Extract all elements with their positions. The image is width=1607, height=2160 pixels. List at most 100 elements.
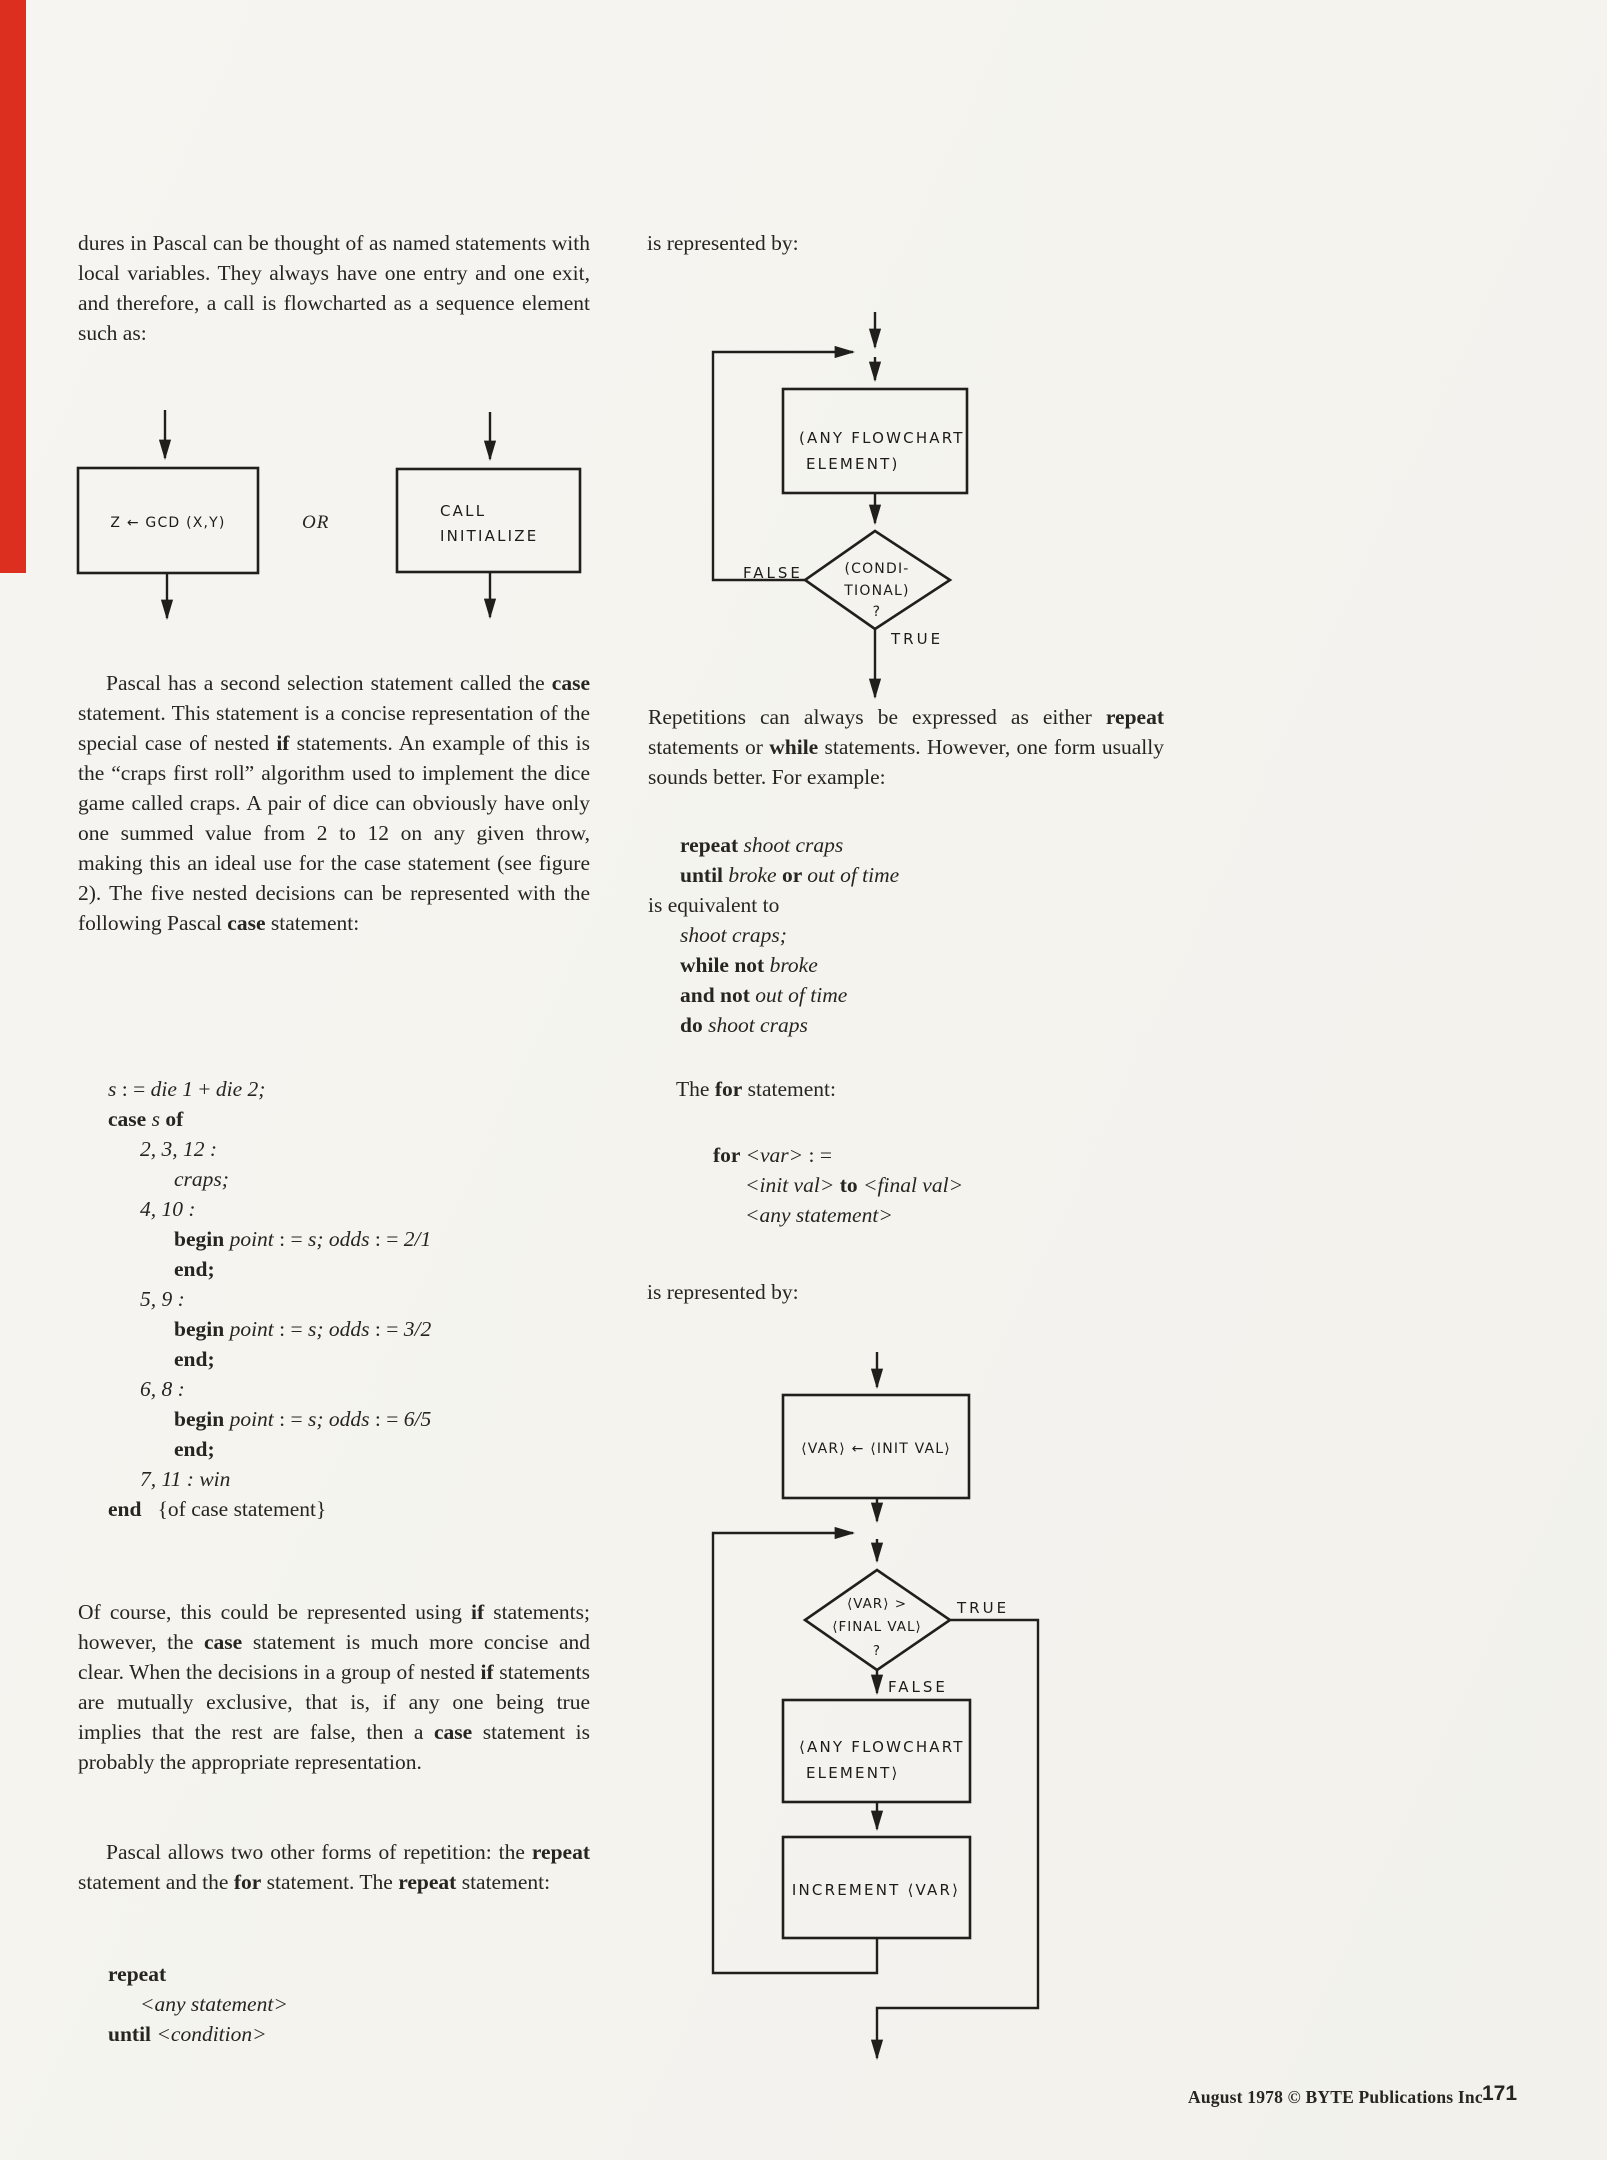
text-run: Pascal allows two other forms of repetit… bbox=[106, 1840, 532, 1864]
code-line: and not out of time bbox=[680, 980, 899, 1010]
text-run: for bbox=[714, 1077, 743, 1101]
text-run: for bbox=[233, 1870, 262, 1894]
text-run: broke bbox=[728, 863, 777, 887]
text-run: : = bbox=[369, 1317, 404, 1341]
conditional-label-line1: (CONDI- bbox=[844, 561, 909, 577]
paragraph-case-statement: Pascal has a second selection statement … bbox=[78, 668, 590, 938]
text-run: point bbox=[229, 1227, 274, 1251]
text-run: : = bbox=[273, 1317, 308, 1341]
text-run: <init val> bbox=[745, 1173, 835, 1197]
text-run: s; bbox=[308, 1407, 324, 1431]
text-run: statements or bbox=[648, 735, 770, 759]
text-run: 4, 10 : bbox=[140, 1197, 196, 1221]
code-line: 6, 8 : bbox=[140, 1374, 431, 1404]
code-line: case s of bbox=[108, 1104, 431, 1134]
text-run: statement: bbox=[265, 911, 360, 935]
text-run: 6, 8 : bbox=[140, 1377, 185, 1401]
text-run: {of case statement} bbox=[141, 1497, 327, 1521]
paragraph-of-course: Of course, this could be represented usi… bbox=[78, 1597, 590, 1777]
text-run: end; bbox=[174, 1347, 215, 1371]
code-line: begin point : = s; odds : = 6/5 bbox=[174, 1404, 431, 1434]
text-run: while bbox=[769, 735, 819, 759]
call-label-line1: CALL bbox=[440, 502, 486, 520]
text-run: : = bbox=[273, 1227, 308, 1251]
text-run: broke bbox=[769, 953, 818, 977]
code-line: repeat bbox=[108, 1959, 288, 1989]
any-element-label-line2: ELEMENT⟩ bbox=[806, 1764, 900, 1782]
text-run: begin bbox=[174, 1227, 230, 1251]
text-run: until bbox=[108, 2022, 157, 2046]
text-run: : = bbox=[116, 1077, 151, 1101]
code-line: <any statement> bbox=[745, 1200, 963, 1230]
diamond-label-line1: ⟨VAR⟩ > bbox=[847, 1596, 907, 1612]
text-run: <var> bbox=[745, 1143, 804, 1167]
code-line: 4, 10 : bbox=[140, 1194, 431, 1224]
code-line: 5, 9 : bbox=[140, 1284, 431, 1314]
text-run: Repetitions can always be expressed as e… bbox=[648, 705, 1106, 729]
text-run: out of time bbox=[755, 983, 848, 1007]
flowchart-sequence-element: Z ← GCD (X,Y) OR CALL INITIALIZE bbox=[76, 410, 582, 621]
text-run: s; bbox=[308, 1317, 324, 1341]
text-run: statements. An example of this is the “c… bbox=[78, 731, 590, 935]
text-run: 5, 9 : bbox=[140, 1287, 185, 1311]
text-run: and not bbox=[680, 983, 756, 1007]
text-run: for bbox=[713, 1143, 746, 1167]
text-run: statement and the bbox=[78, 1870, 234, 1894]
text-run: begin bbox=[174, 1317, 230, 1341]
diamond-label-q: ? bbox=[873, 1643, 881, 1659]
any-element-label-line2: ELEMENT) bbox=[806, 455, 900, 473]
text-run: until bbox=[680, 863, 729, 887]
text-run: is equivalent to bbox=[648, 893, 780, 917]
false-loop-path bbox=[711, 345, 856, 582]
code-line: <init val> to <final val> bbox=[745, 1170, 963, 1200]
text-run: shoot craps bbox=[708, 1013, 808, 1037]
true-label: TRUE bbox=[956, 1599, 1009, 1617]
code-line: do shoot craps bbox=[680, 1010, 899, 1040]
text-run: <any statement> bbox=[140, 1992, 288, 2016]
text-run: statements are mutually exclusive, that … bbox=[78, 1660, 590, 1744]
false-label: FALSE bbox=[743, 564, 803, 582]
text-run: if bbox=[480, 1660, 494, 1684]
represented-by-caption-2: is represented by: bbox=[647, 1280, 799, 1304]
text-run: repeat bbox=[531, 1840, 590, 1864]
code-line: repeat shoot craps bbox=[680, 830, 899, 860]
code-line: until broke or out of time bbox=[680, 860, 899, 890]
text-run: if bbox=[276, 731, 290, 755]
text-run: craps; bbox=[174, 1167, 229, 1191]
text-run: while not bbox=[680, 953, 770, 977]
text-run: + bbox=[193, 1077, 216, 1101]
text-run: statement. The bbox=[261, 1870, 399, 1894]
code-line: begin point : = s; odds : = 3/2 bbox=[174, 1314, 431, 1344]
text-run: statements; however, the bbox=[78, 1600, 590, 1654]
text-run: : = bbox=[369, 1227, 404, 1251]
text-run: The bbox=[676, 1077, 715, 1101]
text-run: if bbox=[470, 1600, 485, 1624]
paragraph-repetitions: Repetitions can always be expressed as e… bbox=[648, 702, 1164, 792]
text-run: case bbox=[227, 911, 266, 935]
paragraph-for-statement: The for statement: bbox=[648, 1074, 1164, 1104]
code-block-repeat: repeat<any statement>until <condition> bbox=[108, 1959, 288, 2049]
or-label: OR bbox=[302, 512, 329, 533]
text-run: odds bbox=[328, 1227, 370, 1251]
text-run: shoot craps bbox=[743, 833, 844, 857]
code-line: shoot craps; bbox=[680, 920, 899, 950]
text-run: s bbox=[151, 1107, 160, 1131]
code-line: end {of case statement} bbox=[108, 1494, 431, 1524]
flowchart-for-loop: ⟨VAR⟩ ← ⟨INIT VAL⟩ ⟨VAR⟩ > ⟨FINAL VAL⟩ ?… bbox=[711, 1352, 1040, 2061]
text-run: end bbox=[108, 1497, 142, 1521]
text-run: case bbox=[433, 1720, 473, 1744]
text-run: do bbox=[680, 1013, 709, 1037]
init-box-label: ⟨VAR⟩ ← ⟨INIT VAL⟩ bbox=[801, 1441, 951, 1457]
any-element-label-line1: (ANY FLOWCHART bbox=[799, 429, 965, 447]
text-run: <final val> bbox=[863, 1173, 964, 1197]
code-line: begin point : = s; odds : = 2/1 bbox=[174, 1224, 431, 1254]
code-line: while not broke bbox=[680, 950, 899, 980]
loop-back-path bbox=[711, 1526, 879, 1975]
code-line: end; bbox=[174, 1434, 431, 1464]
text-run: Of course, this could be represented usi… bbox=[78, 1600, 471, 1624]
text-run: 7, 11 : win bbox=[140, 1467, 231, 1491]
text-run: to bbox=[834, 1173, 863, 1197]
code-line: 7, 11 : win bbox=[140, 1464, 431, 1494]
paragraph-two-other-forms: Pascal allows two other forms of repetit… bbox=[78, 1837, 590, 1897]
